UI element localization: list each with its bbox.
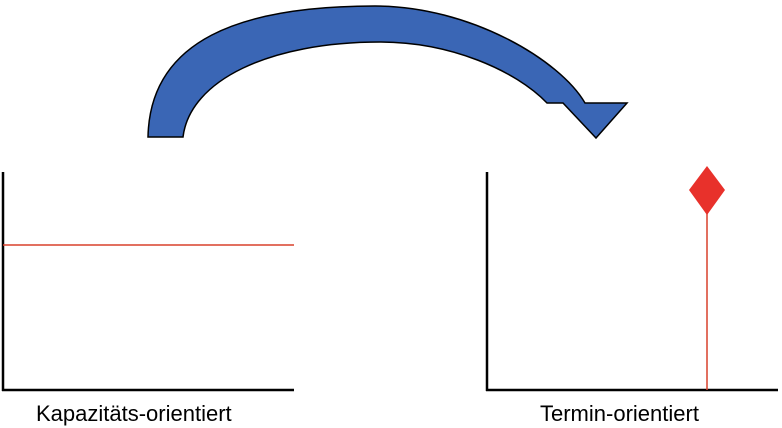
- left-panel: [1, 172, 294, 392]
- right-panel-caption: Termin-orientiert: [540, 401, 699, 426]
- left-panel-caption: Kapazitäts-orientiert: [36, 401, 232, 426]
- curved-arrow-icon: [147, 5, 629, 140]
- right-panel: [485, 166, 778, 392]
- diamond-milestone-icon: [689, 166, 725, 215]
